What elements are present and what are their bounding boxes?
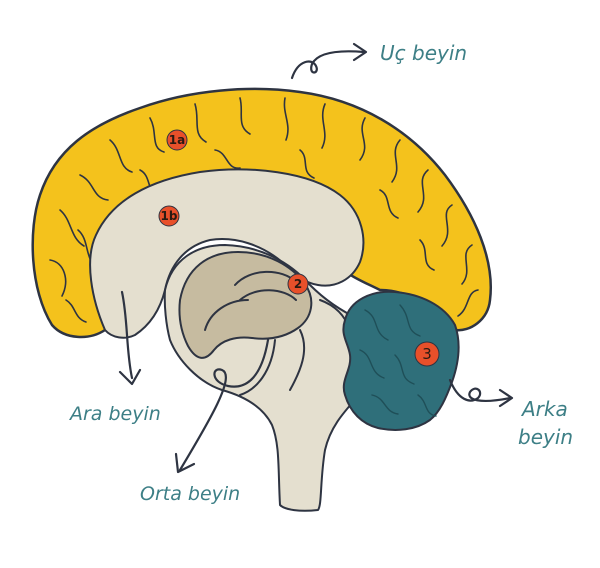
marker-3-text: 3 <box>422 345 432 363</box>
label-uc-beyin: Uç beyin <box>380 41 467 65</box>
arrows <box>118 42 514 474</box>
marker-3-circle <box>414 341 440 367</box>
label-arka-beyin-line2: beyin <box>518 425 573 449</box>
marker-1b-text: 1b <box>161 209 178 223</box>
arrowhead-orta-beyin <box>174 452 196 474</box>
gyri-lines <box>49 97 479 323</box>
arrowhead-uc-beyin <box>352 42 368 62</box>
cerebellum-region <box>342 290 460 431</box>
midbrain-region <box>178 250 313 359</box>
arrow-ara-beyin <box>120 290 134 380</box>
marker-2-circle <box>287 273 309 295</box>
marker-1a: 1a <box>166 129 188 151</box>
label-orta-beyin: Orta beyin <box>140 483 240 505</box>
label-ara-beyin: Ara beyin <box>68 403 161 425</box>
marker-1b: 1b <box>158 205 180 227</box>
arrow-orta-beyin <box>178 338 270 472</box>
marker-2-text: 2 <box>294 277 302 291</box>
arrowhead-ara-beyin <box>118 368 142 386</box>
marker-1a-circle <box>166 129 188 151</box>
arrow-arka-beyin <box>448 378 512 402</box>
label-arka-beyin-line1: Arka <box>520 397 568 421</box>
arrow-uc-beyin <box>290 50 366 80</box>
marker-2: 2 <box>287 273 309 295</box>
marker-1a-text: 1a <box>169 133 185 147</box>
marker-1b-circle <box>158 205 180 227</box>
cerebellum-texture <box>359 304 437 417</box>
marker-3: 3 <box>414 341 440 367</box>
arrowhead-arka-beyin <box>498 388 514 408</box>
